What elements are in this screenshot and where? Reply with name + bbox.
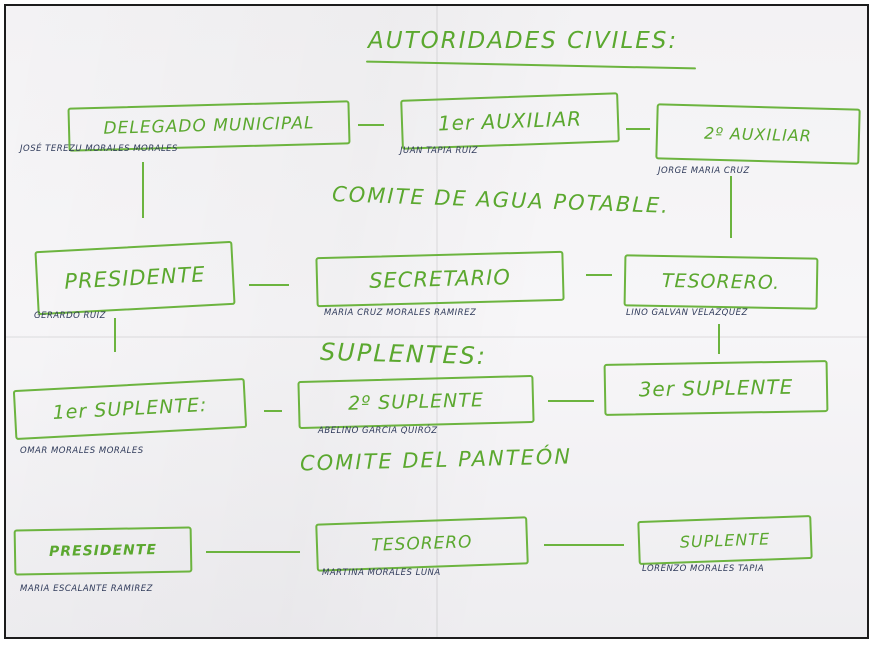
connector-dash	[358, 124, 384, 126]
connector-dash	[586, 274, 612, 276]
name-presidente-agua: GERARDO RUIZ	[34, 311, 106, 321]
name-suplente-panteon: LORENZO MORALES TAPIA	[642, 564, 765, 574]
box-2-suplente: 2º SUPLENTE	[297, 374, 535, 430]
connector-dash	[206, 551, 300, 553]
connector-vertical	[730, 176, 732, 238]
box-presidente-agua: PRESIDENTE	[34, 240, 236, 316]
name-secretario-agua: MARIA CRUZ MORALES RAMIREZ	[324, 308, 477, 318]
paper-sheet: AUTORIDADES CIVILES: DELEGADO MUNICIPAL …	[6, 6, 867, 637]
section-title-autoridades: AUTORIDADES CIVILES:	[368, 28, 679, 54]
paper-fold-horizontal	[6, 336, 867, 338]
box-1er-suplente: 1er SUPLENTE:	[12, 377, 248, 441]
paper-fold-vertical	[436, 6, 438, 637]
connector-dash	[249, 284, 289, 286]
section-title-suplentes: SUPLENTES:	[319, 337, 488, 371]
name-delegado-municipal: JOSÉ TEREZU MORALES MORALES	[20, 144, 178, 154]
section-title-comite-agua: COMITE DE AGUA POTABLE.	[331, 182, 671, 218]
section-title-comite-panteon: COMITE DEL PANTEÓN	[299, 444, 573, 476]
box-secretario-agua: SECRETARIO	[315, 250, 565, 308]
name-1er-auxiliar: JUAN TAPIA RUIZ	[400, 146, 478, 156]
box-tesorero-agua: TESORERO.	[623, 254, 819, 310]
box-2-auxiliar: 2º AUXILIAR	[655, 103, 861, 165]
connector-dash	[264, 410, 282, 412]
box-suplente-panteon: SUPLENTE	[637, 514, 813, 566]
box-presidente-panteon: PRESIDENTE	[13, 526, 193, 576]
name-tesorero-panteon: MARTINA MORALES LUNA	[322, 568, 441, 578]
connector-dash	[544, 544, 624, 546]
connector-vertical	[718, 324, 720, 354]
connector-vertical	[114, 318, 116, 352]
box-3er-suplente: 3er SUPLENTE	[603, 360, 829, 416]
connector-dash	[626, 128, 650, 130]
connector-vertical	[142, 162, 144, 218]
title-underline	[366, 60, 696, 70]
box-tesorero-panteon: TESORERO	[315, 516, 529, 572]
connector-dash	[548, 400, 594, 402]
box-1er-auxiliar: 1er AUXILIAR	[400, 92, 620, 150]
name-2-auxiliar: JORGE MARIA CRUZ	[658, 166, 750, 176]
name-presidente-panteon: MARIA ESCALANTE RAMIREZ	[20, 584, 153, 594]
name-2-suplente: ABELINO GARCIA QUIRÓZ	[318, 426, 438, 436]
name-tesorero-agua: LINO GALVAN VELAZQUEZ	[626, 308, 748, 318]
photo-frame: AUTORIDADES CIVILES: DELEGADO MUNICIPAL …	[4, 4, 869, 639]
name-1er-suplente: OMAR MORALES MORALES	[20, 446, 144, 456]
